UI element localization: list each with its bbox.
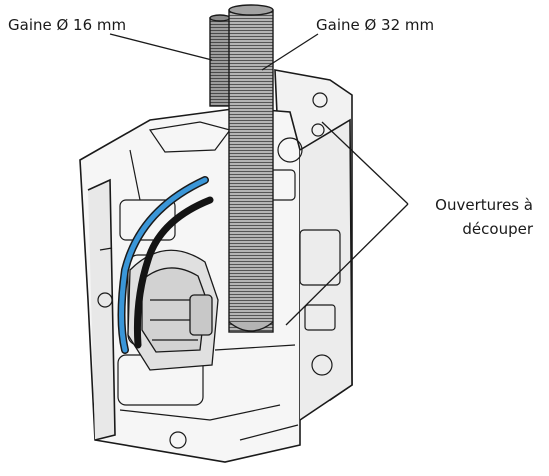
leader-gaine-16 xyxy=(109,33,213,61)
label-gaine-32: Gaine Ø 32 mm xyxy=(316,16,435,34)
label-ouvertures-line2: découper xyxy=(462,220,533,238)
leader-ouverture-top xyxy=(321,121,409,205)
leader-lines xyxy=(109,33,409,326)
label-gaine-16: Gaine Ø 16 mm xyxy=(8,16,127,34)
leader-gaine-32 xyxy=(261,33,319,71)
terminal-block xyxy=(127,249,219,371)
conduit-32mm xyxy=(228,4,274,333)
conduit-16mm xyxy=(209,14,231,107)
leader-ouverture-bottom xyxy=(285,203,409,326)
wires xyxy=(117,176,214,354)
label-ouvertures-line1: Ouvertures à xyxy=(435,196,533,214)
